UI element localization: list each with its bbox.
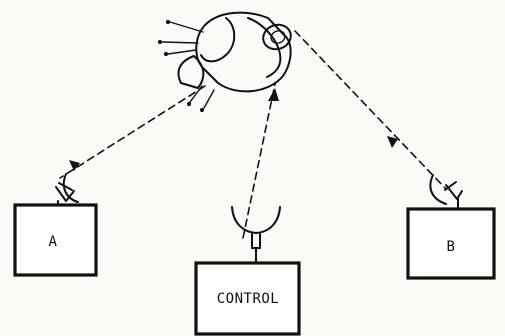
uplink-control-beam (242, 83, 276, 239)
station-b-dish-base (445, 184, 463, 200)
station-b-dish (429, 174, 447, 205)
control-label: CONTROL (217, 291, 280, 307)
satellite-body-ring (247, 17, 282, 78)
satellite-antenna-tip-3 (163, 51, 169, 57)
uplink-control-arrow (268, 88, 279, 101)
satellite-antenna-2 (161, 41, 199, 44)
station-b-box (406, 207, 496, 280)
signal-paths (59, 30, 447, 239)
satellite-lens-inner (270, 30, 286, 44)
satellite-body-seam (200, 17, 236, 63)
station-a-dish (62, 173, 79, 203)
satellite-antenna-3 (167, 49, 197, 55)
station-a-dish-base (55, 186, 75, 202)
satellite-antenna-tip-5 (199, 107, 205, 113)
downlink-a-arrow (69, 160, 80, 171)
satellite-antenna-tip-1 (165, 19, 171, 25)
satellite-antenna-5 (203, 89, 215, 109)
control-dish-left (231, 206, 257, 234)
satellite-antenna-tip-2 (157, 39, 163, 45)
satellite-icon (157, 11, 292, 113)
station-b-label: B (447, 239, 456, 255)
downlink-a-beam (59, 85, 206, 179)
station-a: A (13, 173, 98, 277)
downlink-b-beam (294, 30, 447, 190)
satellite-lens (262, 23, 292, 51)
control-box (194, 261, 301, 336)
satellite-fin (177, 55, 205, 89)
downlink-b-arrow (387, 136, 398, 148)
station-a-dish-feed (58, 182, 73, 191)
station-a-box (13, 203, 98, 277)
station-b-dish-feed (444, 181, 457, 191)
satellite-antenna-tip-4 (186, 101, 192, 107)
station-control: CONTROL (194, 206, 301, 336)
station-a-label: A (49, 234, 58, 250)
control-dish-right (255, 206, 281, 234)
control-dish-feed (251, 233, 261, 249)
satellite-antenna-1 (169, 21, 204, 33)
station-b: B (406, 174, 496, 280)
